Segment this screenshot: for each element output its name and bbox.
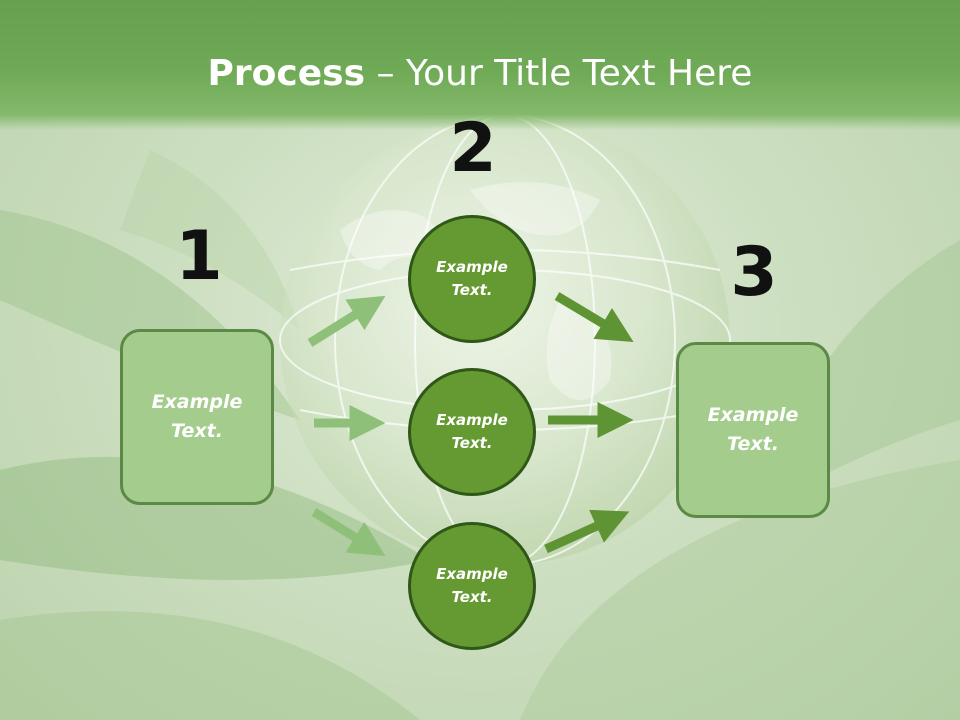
arrow-from-bottom — [544, 509, 630, 554]
leaf-shape — [0, 611, 420, 720]
leaf-shape — [120, 150, 300, 330]
arrow-to-top — [307, 295, 386, 347]
step-number-1: 1 — [175, 217, 223, 296]
step-2-text-middle: Example Text. — [436, 411, 508, 452]
step-number-2: 2 — [449, 109, 497, 188]
step-2-circle-middle[interactable]: Example Text. — [408, 368, 536, 496]
arrow-from-top — [554, 292, 634, 342]
step-3-text: Example Text. — [707, 404, 799, 455]
arrow-to-bottom — [311, 508, 386, 557]
step-2-circle-bottom[interactable]: Example Text. — [408, 522, 536, 650]
leaf-shape — [520, 460, 960, 720]
title-bold: Process — [207, 53, 366, 94]
step-2-circle-top[interactable]: Example Text. — [408, 215, 536, 343]
slide-title: Process – Your Title Text Here — [0, 52, 960, 96]
step-1-text: Example Text. — [151, 391, 243, 442]
step-number-3: 3 — [730, 233, 778, 312]
step-3-box[interactable]: Example Text. — [676, 342, 830, 518]
title-rest: – Your Title Text Here — [365, 53, 753, 94]
leaf-shape — [0, 456, 430, 580]
step-1-box[interactable]: Example Text. — [120, 329, 274, 505]
globe-continent — [470, 182, 600, 236]
step-2-text-top: Example Text. — [436, 258, 508, 299]
step-2-text-bottom: Example Text. — [436, 565, 508, 606]
globe — [280, 115, 730, 565]
title-bar — [0, 0, 960, 130]
